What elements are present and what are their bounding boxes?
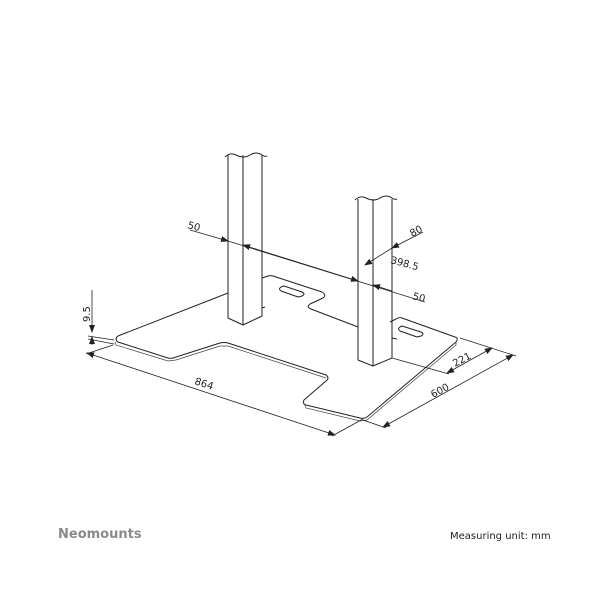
dimension-lines — [85, 229, 517, 437]
slot-hole-right — [398, 325, 424, 338]
slot-hole-left — [279, 285, 305, 298]
dim-label-plate-depth: 600 — [429, 382, 451, 401]
dim-label-post-offset-right: 50 — [411, 291, 426, 305]
dim-label-plate-width: 864 — [193, 376, 215, 392]
dim-label-post-offset-left: 50 — [186, 220, 201, 234]
measuring-unit-label: Measuring unit: mm — [450, 531, 551, 542]
post-left — [224, 152, 268, 326]
dim-label-post-width: 80 — [408, 224, 424, 240]
dim-label-post-spacing: 398.5 — [389, 255, 420, 273]
base-plate — [114, 275, 458, 422]
post-right — [354, 195, 398, 367]
dim-label-tab-depth: 221 — [451, 351, 473, 370]
dim-label-plate-thickness: 9.5 — [82, 306, 93, 322]
brand-logo-text: Neomounts — [58, 527, 142, 542]
